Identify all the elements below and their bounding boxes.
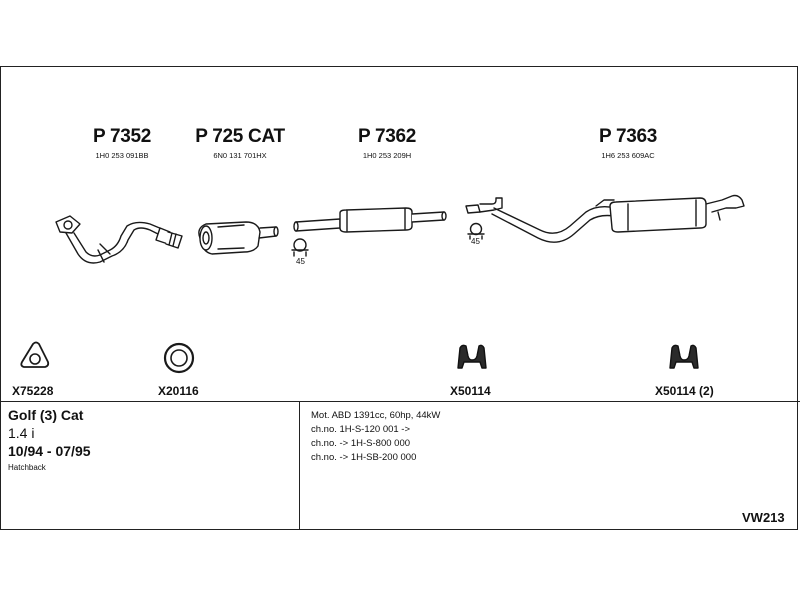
part-label-catalyst: P 725 CAT 6N0 131 701HX — [160, 126, 320, 161]
ring-gasket-icon — [163, 342, 195, 374]
vehicle-info: Golf (3) Cat 1.4 i 10/94 - 07/95 Hatchba… — [8, 406, 91, 472]
rubber-mount-icon-1 — [457, 344, 487, 369]
gasket-triangle-icon — [20, 341, 50, 368]
part-label-rear-silencer: P 7363 1H6 253 609AC — [548, 126, 708, 161]
spec-line: ch.no. -> 1H-S-800 000 — [311, 438, 411, 449]
part-number: P 725 CAT — [195, 126, 285, 147]
vehicle-engine: 1.4 i — [8, 425, 35, 441]
middle-silencer-drawing — [293, 207, 447, 233]
rubber-mount-icon-2 — [669, 344, 699, 369]
oem-number: 1H0 253 209H — [362, 151, 412, 160]
vehicle-model: Golf (3) Cat — [8, 407, 84, 423]
spec-line: ch.no. -> 1H-SB-200 000 — [311, 452, 417, 463]
oem-number: 1H6 253 609AC — [601, 151, 655, 160]
part-number: P 7362 — [357, 126, 417, 147]
info-divider-horizontal — [0, 401, 800, 402]
part-label-front-pipe: P 7352 1H0 253 091BB — [42, 126, 202, 161]
spec-line: Mot. ABD 1391cc, 60hp, 44kW — [311, 410, 441, 421]
accessory-code: X75228 — [12, 384, 54, 398]
part-number: P 7352 — [92, 126, 152, 147]
rear-silencer-drawing — [465, 194, 745, 243]
spec-line: ch.no. 1H-S-120 001 -> — [311, 424, 411, 435]
info-divider-vertical — [299, 401, 300, 530]
front-pipe-drawing — [55, 215, 183, 264]
clamp-size-label: 45 — [471, 237, 480, 246]
clamp-drawing-1 — [291, 238, 309, 257]
accessory-code: X20116 — [158, 384, 199, 398]
oem-number: 6N0 131 701HX — [213, 151, 267, 160]
accessory-code: X50114 (2) — [655, 384, 714, 398]
oem-number: 1H0 253 091BB — [95, 151, 149, 160]
part-label-middle-silencer: P 7362 1H0 253 209H — [307, 126, 467, 161]
clamp-drawing-2 — [467, 222, 485, 240]
accessory-code: X50114 — [450, 384, 491, 398]
vehicle-body-type: Hatchback — [8, 463, 46, 472]
part-number: P 7363 — [598, 126, 658, 147]
clamp-size-label: 45 — [296, 257, 305, 266]
diagram-code: VW213 — [742, 510, 785, 525]
engine-specs: Mot. ABD 1391cc, 60hp, 44kW ch.no. 1H-S-… — [311, 409, 440, 465]
catalyst-drawing — [198, 221, 279, 255]
vehicle-years: 10/94 - 07/95 — [8, 443, 91, 459]
diagram-frame — [0, 66, 798, 530]
